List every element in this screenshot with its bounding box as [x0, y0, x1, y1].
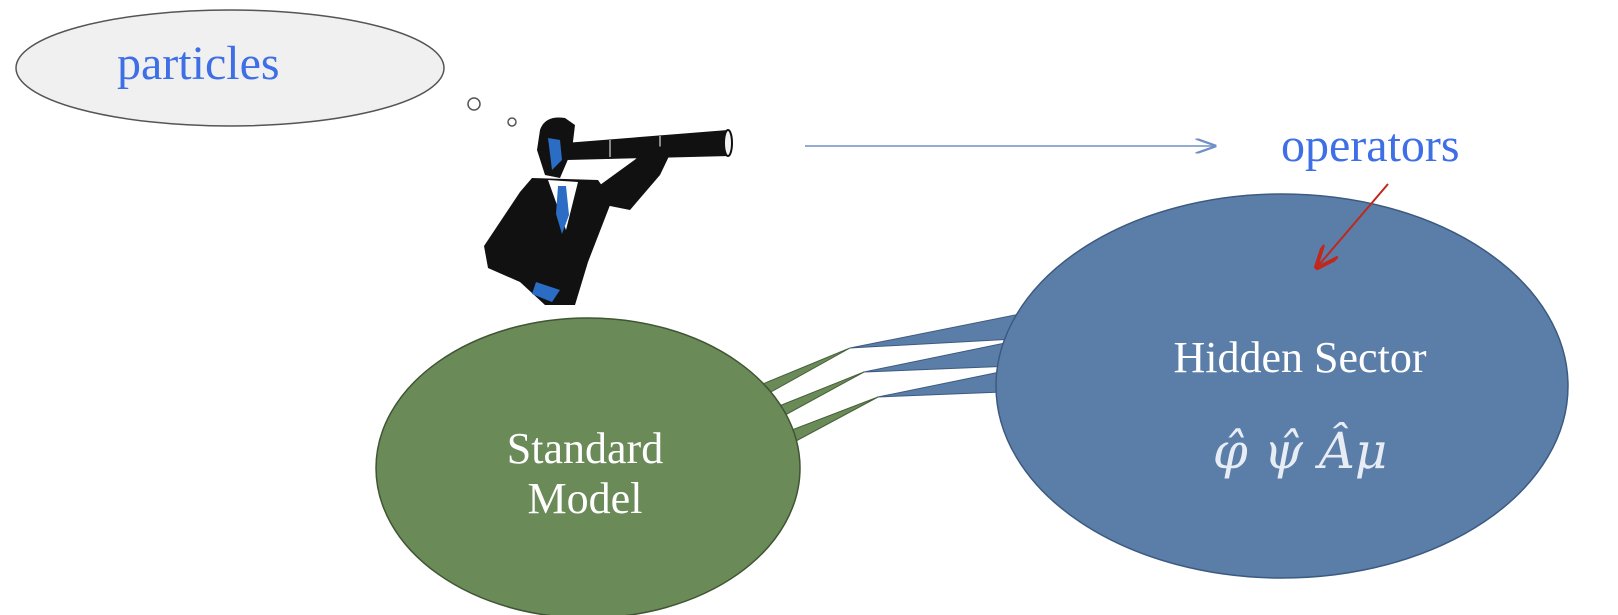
standard-model-label: Standard Model	[470, 424, 700, 524]
thought-dot-large	[467, 97, 481, 111]
hidden-sector-title: Hidden Sector	[1173, 333, 1427, 382]
thought-dot-small	[507, 117, 517, 127]
operators-label: operators	[1281, 119, 1460, 172]
standard-model-line1: Standard	[506, 424, 664, 473]
standard-model-ellipse	[375, 317, 801, 615]
thought-bubble-label: particles	[117, 37, 280, 90]
thought-bubble	[15, 9, 445, 127]
operators-arrow	[1318, 183, 1389, 266]
hidden-sector-ellipse	[995, 193, 1569, 579]
standard-model-line2: Model	[527, 474, 643, 523]
hidden-sector-fields: φ̂ ψ̂ Âμ	[1212, 422, 1388, 480]
portal-connectors	[746, 311, 1033, 442]
observer-with-telescope-icon	[484, 117, 733, 305]
